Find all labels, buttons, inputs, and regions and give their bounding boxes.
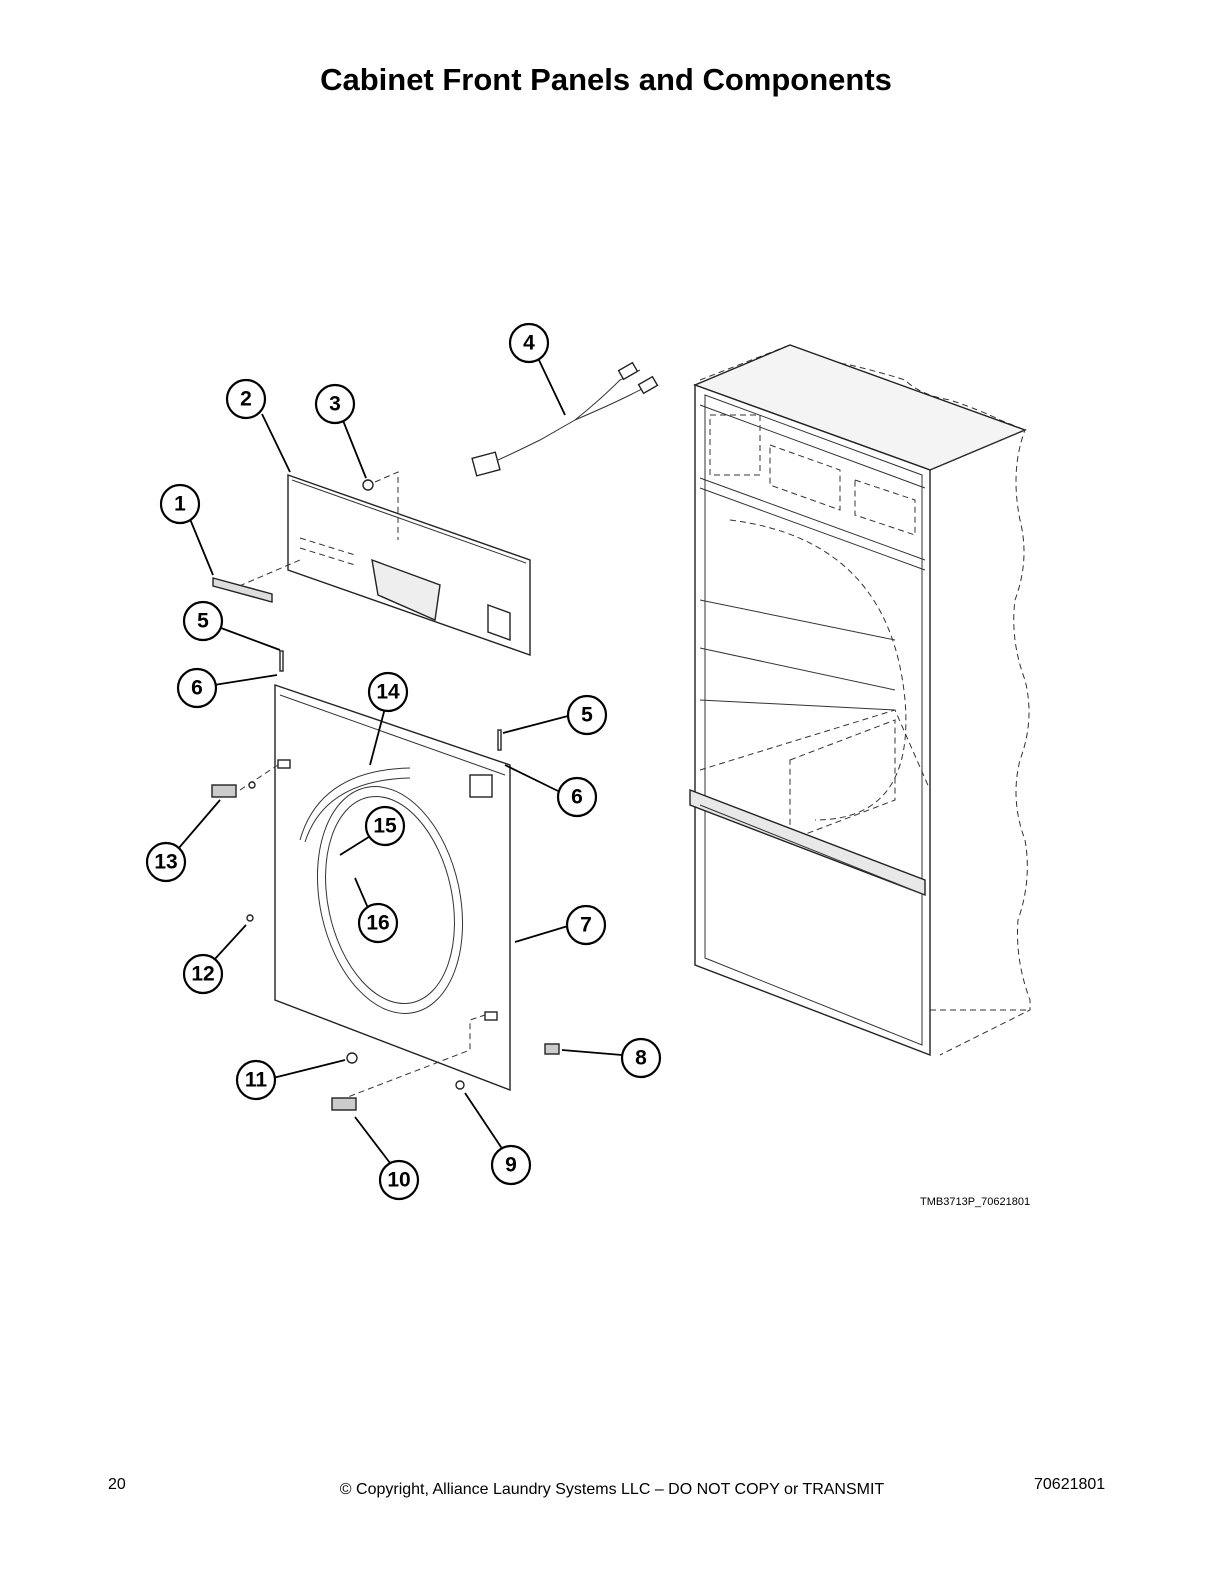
callout-11: 11 [235, 1059, 277, 1101]
callout-label: 1 [174, 493, 186, 516]
callout-15: 15 [364, 805, 406, 847]
callout-13: 13 [145, 841, 187, 883]
callout-label: 14 [376, 681, 400, 704]
overlay-strip-part [212, 577, 273, 603]
callout-label: 11 [245, 1069, 268, 1092]
callout-14: 14 [367, 671, 409, 713]
callout-label: 13 [154, 851, 177, 874]
callout-7: 7 [565, 904, 607, 946]
hardware-parts [211, 650, 560, 1111]
leader-lines [177, 357, 623, 1164]
callout-6a: 6 [176, 667, 218, 709]
callout-6b: 6 [556, 776, 598, 818]
callout-label: 2 [240, 388, 252, 411]
page-title: Cabinet Front Panels and Components [320, 62, 892, 97]
callout-label: 9 [505, 1154, 517, 1177]
figure-id: TMB3713P_70621801 [920, 1196, 1031, 1208]
wire-harness-part [471, 361, 659, 477]
callout-2: 2 [225, 378, 267, 420]
cabinet-body [689, 344, 1031, 1057]
callout-label: 15 [373, 815, 397, 838]
callout-label: 16 [366, 912, 389, 935]
callout-label: 6 [191, 677, 203, 700]
callout-1: 1 [159, 483, 201, 525]
screw-part [362, 471, 399, 540]
callout-label: 4 [523, 332, 535, 355]
callout-label: 3 [329, 393, 341, 416]
copyright-notice: © Copyright, Alliance Laundry Systems LL… [339, 1481, 885, 1498]
document-number: 70621801 [1034, 1476, 1106, 1493]
callout-label: 12 [191, 963, 214, 986]
callout-4: 4 [508, 322, 550, 364]
callout-5a: 5 [182, 600, 224, 642]
callout-12: 12 [182, 953, 224, 995]
callout-label: 6 [571, 786, 583, 809]
callout-label: 8 [635, 1047, 647, 1070]
callout-label: 5 [197, 610, 209, 633]
control-panel-part [229, 474, 531, 656]
callout-10: 10 [378, 1159, 420, 1201]
page-number: 20 [108, 1476, 126, 1493]
front-panel-part [239, 684, 511, 1101]
callout-5b: 5 [566, 694, 608, 736]
callout-label: 10 [387, 1169, 410, 1192]
callout-8: 8 [620, 1037, 662, 1079]
callout-3: 3 [314, 383, 356, 425]
callout-16: 16 [357, 902, 399, 944]
callout-label: 5 [581, 704, 593, 727]
callout-9: 9 [490, 1144, 532, 1186]
callout-label: 7 [580, 914, 592, 937]
